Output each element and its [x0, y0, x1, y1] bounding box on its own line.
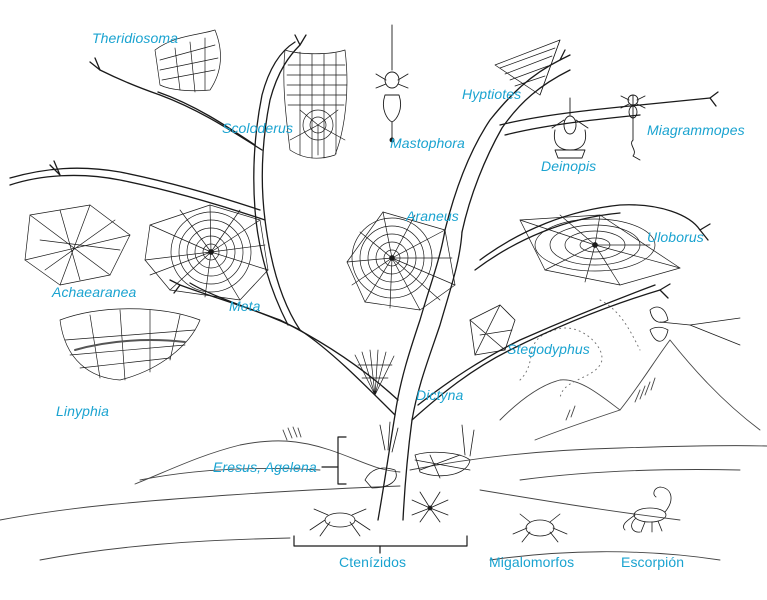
web-dictyna	[354, 349, 395, 396]
label-stegodyphus: Stegodyphus	[507, 341, 590, 357]
creature-migalomorph	[512, 513, 568, 543]
ladder-web-scoloderus	[283, 49, 348, 159]
bracket-ctenizidos	[293, 535, 468, 554]
creature-scorpion	[623, 486, 672, 533]
label-migalomorfos: Migalomorfos	[489, 554, 575, 570]
trunk	[9, 34, 719, 521]
web-hyptiotes	[494, 39, 561, 96]
label-uloborus: Uloborus	[647, 229, 704, 245]
label-deinopis: Deinopis	[541, 158, 597, 174]
label-meta: Meta	[229, 298, 261, 314]
tangle-web-achaearanea	[24, 204, 131, 286]
landscape	[0, 339, 767, 561]
insect-moth	[649, 306, 741, 346]
label-miagrammopes: Miagrammopes	[647, 122, 745, 138]
label-eresus-agelena: Eresus, Agelena	[213, 459, 317, 475]
label-hyptiotes: Hyptiotes	[462, 86, 522, 102]
label-theridiosoma: Theridiosoma	[92, 30, 179, 46]
label-araneus: Araneus	[406, 208, 459, 224]
orb-web-uloborus	[519, 214, 681, 286]
orb-web-meta	[144, 204, 269, 301]
bracket-eresus-agelena	[321, 436, 347, 485]
label-achaearanea: Achaearanea	[52, 284, 137, 300]
creature-ctenizid	[309, 508, 371, 537]
label-scoloderus: Scoloderus	[222, 120, 294, 136]
label-linyphia: Linyphia	[56, 403, 109, 419]
label-escorpion: Escorpión	[621, 554, 685, 570]
spider-miagrammopes	[620, 94, 646, 161]
spider-deinopis	[551, 97, 589, 159]
label-dictyna: Dictyna	[416, 387, 464, 403]
label-mastophora: Mastophora	[390, 135, 465, 151]
spider-mastophora	[375, 24, 409, 143]
label-ctenizidos: Ctenízidos	[339, 554, 407, 570]
web-theridiosoma	[154, 29, 221, 93]
sheet-web-linyphia	[59, 308, 201, 381]
web-stegodyphus	[469, 304, 516, 356]
orb-web-araneus	[346, 211, 456, 311]
ground-details	[364, 421, 475, 523]
dotted-smoke	[519, 299, 641, 401]
